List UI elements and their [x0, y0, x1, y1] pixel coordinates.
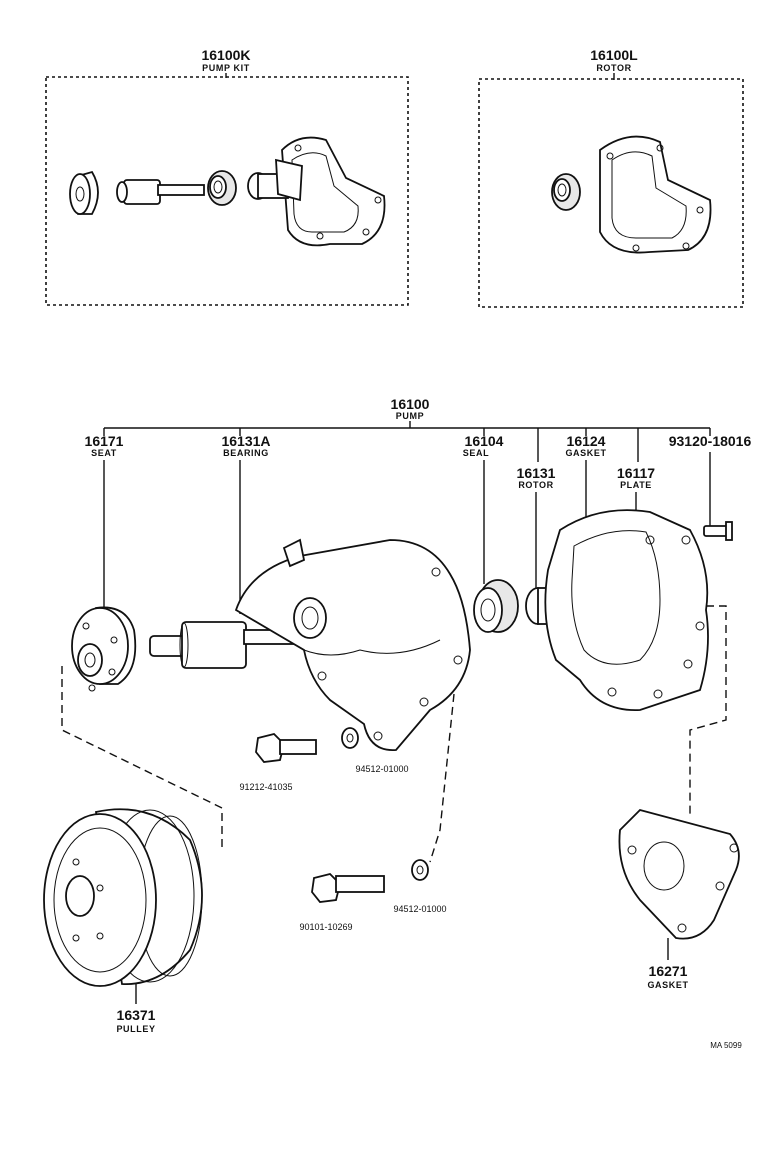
part-number-90101: 90101-10269 — [299, 922, 352, 932]
part-number-94512-lower: 94512-01000 — [393, 904, 446, 914]
screw-93120-drawing — [703, 521, 733, 541]
label-16104: 16104 SEAL — [463, 433, 504, 584]
part-name: PULLEY — [116, 1024, 155, 1034]
label-16131: 16131 ROTOR — [517, 465, 556, 590]
part-number: 16131A — [221, 433, 270, 449]
label-93120-18016: 93120-18016 — [669, 433, 752, 528]
kit-seat-drawing — [69, 170, 99, 215]
assembly-leader-lines — [61, 605, 727, 863]
kit-rotor-frame — [478, 78, 744, 308]
part-number: 16371 — [117, 1007, 156, 1023]
kit-rotor: 16100L ROTOR — [478, 47, 744, 308]
kit-rotor-seal-drawing — [551, 173, 581, 211]
label-16117: 16117 PLATE — [617, 465, 655, 512]
main-pump-number: 16100 — [391, 396, 430, 412]
seat-drawing — [71, 606, 137, 692]
bolt-90101-drawing — [311, 873, 385, 903]
part-name: SEAT — [91, 448, 117, 458]
part-number: 16271 — [649, 963, 688, 979]
part-name: PLATE — [620, 480, 652, 490]
kit-pump-kit-name: PUMP KIT — [202, 63, 250, 73]
part-name: GASKET — [565, 448, 606, 458]
kit-pump-kit-number: 16100K — [201, 47, 250, 63]
diagram-code: MA 5099 — [710, 1041, 742, 1050]
label-16131A: 16131A BEARING — [221, 433, 271, 614]
part-number: 16171 — [85, 433, 124, 449]
kit-rotor-gasket-drawing — [599, 135, 712, 254]
kit-rotor-name: ROTOR — [596, 63, 631, 73]
bearing-drawing — [149, 621, 325, 669]
label-16171: 16171 SEAT — [85, 433, 124, 612]
part-number: 16124 — [567, 433, 606, 449]
kit-pump-kit: 16100K PUMP KIT — [45, 47, 409, 306]
part-name: GASKET — [647, 980, 688, 990]
kit-pump-kit-frame — [45, 76, 409, 306]
kit-rotor-number: 16100L — [590, 47, 638, 63]
bolt-91212-drawing — [255, 733, 317, 763]
main-pump-name: PUMP — [396, 411, 424, 421]
pulley-drawing — [43, 808, 203, 987]
part-number-94512-upper: 94512-01000 — [355, 764, 408, 774]
kit-bearing-drawing — [116, 179, 205, 205]
gasket-16271-drawing — [618, 808, 740, 940]
label-16271: 16271 GASKET — [647, 938, 688, 990]
main-pump-header: 16100 PUMP — [103, 396, 711, 462]
part-number: 16104 — [465, 433, 504, 449]
pump-body-drawing — [234, 538, 471, 751]
part-number: 93120-18016 — [669, 433, 752, 449]
label-16371: 16371 PULLEY — [116, 984, 156, 1034]
kit-seal-drawing — [207, 170, 237, 206]
part-name: ROTOR — [518, 480, 553, 490]
seal-drawing — [473, 579, 519, 633]
washer-94512-lower-drawing — [411, 859, 429, 881]
gasket-plate-drawing — [544, 509, 709, 711]
part-number: 16117 — [617, 465, 655, 481]
part-name: SEAL — [463, 448, 489, 458]
kit-rotor-plate-drawing — [247, 136, 386, 247]
part-number: 16131 — [517, 465, 556, 481]
label-16124: 16124 GASKET — [565, 433, 606, 520]
part-number-91212: 91212-41035 — [239, 782, 292, 792]
part-name: BEARING — [223, 448, 269, 458]
washer-94512-upper-drawing — [341, 727, 359, 749]
